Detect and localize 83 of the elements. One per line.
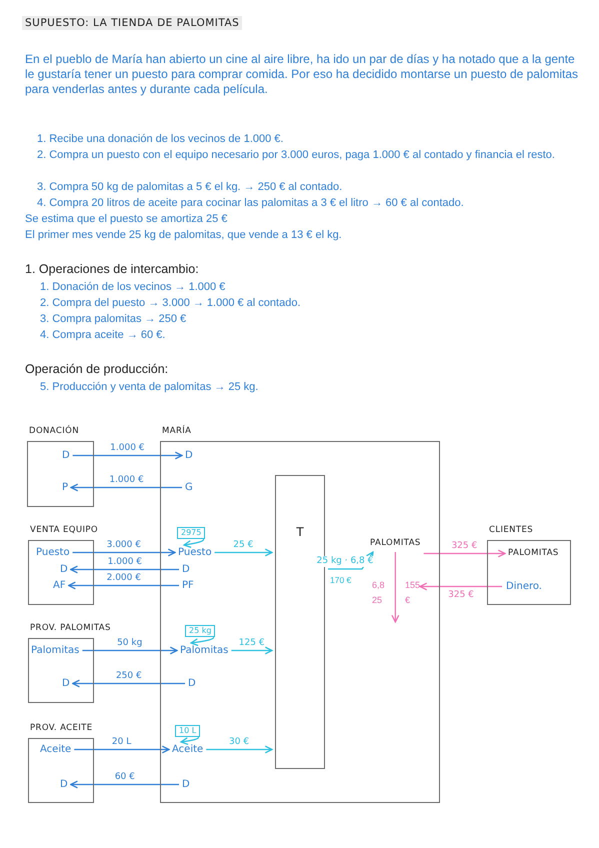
note-text: 2. Compra un puesto con el equipo necesario por 3.000 euros, paga 1.000 € al contado y financia el resto. — [36, 148, 556, 163]
account-entry: Palomitas — [31, 644, 80, 657]
account-entry: AF — [53, 579, 66, 592]
edge-label: 30 € — [228, 736, 250, 748]
account-entry: Puesto — [178, 546, 212, 559]
note-text: 1. Recibe una donación de los vecinos de 1.000 €. — [37, 132, 284, 147]
account-entry: G — [185, 481, 193, 494]
account-heading: CLIENTES — [489, 525, 534, 535]
account-heading: DONACIÓN — [29, 426, 79, 436]
edge-label: 2.000 € — [106, 572, 142, 584]
edge-label: 50 kg — [116, 638, 144, 648]
account-entry: Aceite — [172, 743, 204, 756]
edge-label: 20 L — [110, 736, 132, 748]
account-heading: PROV. ACEITE — [30, 723, 93, 733]
arrow — [214, 548, 273, 556]
arrow — [74, 746, 170, 754]
edge-label: 1.000 € — [106, 556, 144, 568]
quantity-tag: 25 kg — [185, 625, 216, 637]
arrow — [72, 680, 185, 688]
account-heading: MARÍA — [162, 426, 192, 436]
edge-label: 125 € — [238, 638, 266, 648]
note-text: 2. Compra del puesto → 3.000 → 1.000 € al contado. — [40, 296, 300, 311]
account-entry: D — [60, 778, 68, 791]
note-text: En el pueblo de María han abierto un cine al aire libre, ha ido un par de días y ha notado que a la gente le gustaría tener un puesto para comprar comida. Por eso ha decidido montarse un puesto de palomitas para venderlas antes y durante cada película. — [25, 52, 579, 97]
arrow — [82, 646, 178, 654]
account-entry: Dinero. — [506, 580, 542, 593]
note-text: 25 — [372, 594, 382, 607]
account-entry: PALOMITAS — [370, 537, 421, 550]
account-entry: D — [188, 677, 196, 690]
arrow — [419, 582, 502, 590]
edge-label: 1.000 € — [109, 442, 146, 454]
account-entry: D — [182, 778, 190, 791]
quantity-tag: 10 L — [175, 725, 200, 737]
account-entry: D — [185, 449, 193, 462]
note-text: 4. Compra 20 litros de aceite para cocinar las palomitas a 3 € el litro → 60 € al contado. — [37, 196, 464, 211]
edge-label: 60 € — [114, 772, 136, 782]
account-entry: D — [60, 563, 68, 576]
account-label: T — [296, 525, 304, 539]
account-entry: P — [62, 481, 68, 494]
arrow — [231, 646, 273, 654]
arrow — [391, 552, 400, 623]
note-text: 1. Operaciones de intercambio: — [25, 262, 199, 277]
edge-label: 250 € — [114, 670, 143, 682]
note-text: 5. Producción y venta de palomitas → 25 kg. — [40, 380, 258, 395]
edge-label: 325 € — [447, 590, 475, 600]
account-entry: D — [182, 563, 190, 576]
edge-label: 1.000 € — [108, 474, 145, 486]
arrow — [424, 550, 506, 558]
account-entry: Aceite — [40, 743, 72, 756]
note-text: Se estima que el puesto se amortiza 25 € — [25, 212, 228, 227]
edge-label: 25 kg · 6,8 € — [316, 556, 374, 567]
arrow — [190, 636, 214, 646]
arrow — [180, 736, 199, 746]
quantity-tag: 2975 — [177, 527, 206, 539]
account-entry: Puesto — [36, 546, 70, 559]
account-heading: PROV. PALOMITAS — [30, 623, 111, 633]
note-text: 4. Compra aceite → 60 €. — [40, 328, 166, 343]
note-text: Operación de producción: — [25, 362, 168, 377]
arrow — [70, 780, 179, 788]
arrow — [183, 538, 204, 548]
edge-label: 325 € — [450, 540, 478, 552]
account-heading: VENTA EQUIPO — [30, 525, 98, 535]
edge-label: 25 € — [232, 540, 254, 550]
note-text: 155 € — [405, 579, 422, 607]
arrow — [70, 566, 179, 574]
account-entry: Palomitas — [180, 644, 228, 657]
arrow — [72, 548, 176, 556]
note-text: El primer mes vende 25 kg de palomitas, que vende a 13 € el kg. — [25, 228, 342, 243]
note-text: 170 € — [330, 574, 352, 587]
note-text: 1. Donación de los vecinos → 1.000 € — [40, 280, 226, 295]
account-entry: D — [62, 449, 70, 462]
note-text: 3. Compra 50 kg de palomitas a 5 € el kg. → 250 € al contado. — [37, 180, 342, 195]
account-entry: PF — [182, 579, 194, 592]
account-entry: PALOMITAS — [508, 547, 559, 560]
note-text: 3. Compra palomitas → 250 € — [40, 312, 186, 327]
edge-label: 3.000 € — [106, 540, 142, 550]
note-text: 6,8 — [372, 579, 385, 592]
arrow — [68, 582, 179, 590]
arrow — [72, 452, 183, 460]
arrow — [206, 746, 273, 754]
title: SUPUESTO: LA TIENDA DE PALOMITAS — [22, 16, 242, 30]
account-entry: D — [62, 677, 70, 690]
arrow — [70, 484, 182, 492]
